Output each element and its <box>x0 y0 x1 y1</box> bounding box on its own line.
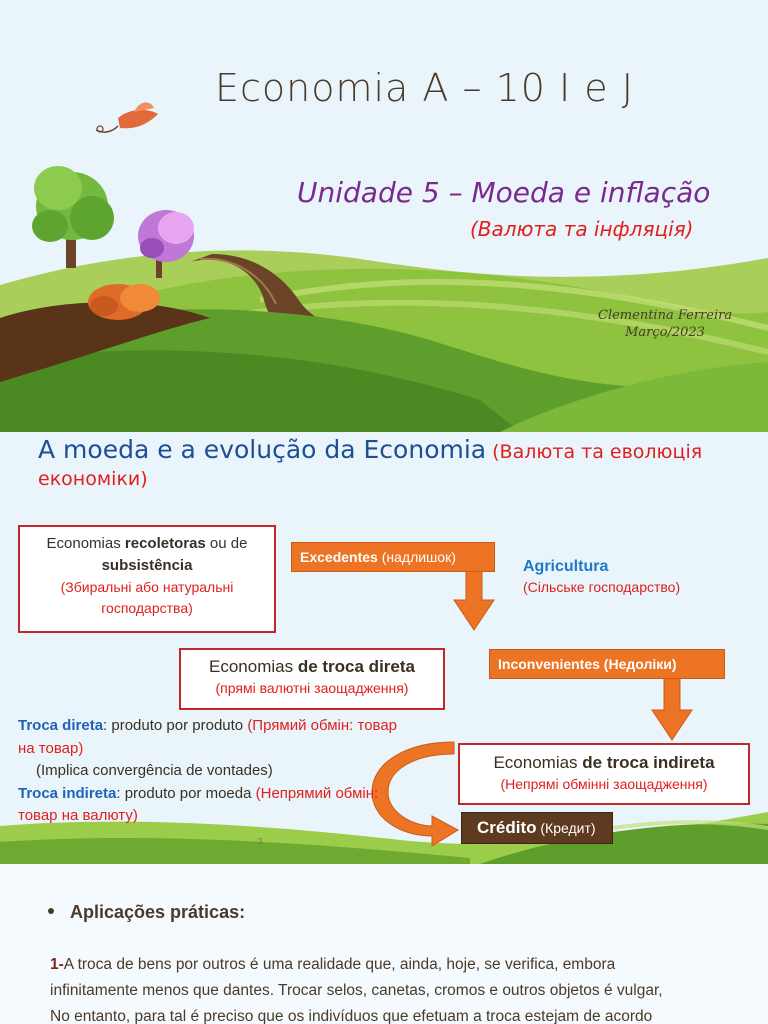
paragraph-number: 1- <box>50 956 64 973</box>
bullet-dot-icon <box>48 908 54 915</box>
agricultura-ukrainian: (Сільське господарство) <box>523 579 681 595</box>
box-direct-exchange: Economias de troca direta (прямі валютні… <box>179 648 445 710</box>
credito-ukrainian: (Кредит) <box>536 820 596 836</box>
box2-bold: de troca direta <box>297 657 415 676</box>
troca-direta-ukrainian: (Прямий обмін: товар на товар) <box>18 717 398 757</box>
bullet-text: Aplicações práticas: <box>70 902 246 922</box>
box3-bold: de troca indireta <box>582 753 715 772</box>
unit-subtitle: Unidade 5 – Moeda e inflação <box>297 176 711 209</box>
agricultura-label: Agricultura <box>523 558 609 575</box>
inconvenientes-label: Inconvenientes (Недоліки) <box>489 649 725 679</box>
landscape-illustration <box>0 0 768 432</box>
troca-direta-label: Troca direta <box>18 717 104 734</box>
box3-text: Economias <box>493 753 583 772</box>
paragraph-line-3: No entanto, para tal é preciso que os in… <box>50 1008 653 1024</box>
paragraph-1: 1-A troca de bens por outros é uma reali… <box>50 952 740 1024</box>
excedentes-label: Excedentes (надлишок) <box>291 542 495 572</box>
heading-ukrainian: (Валюта та еволюція економіки) <box>38 441 703 490</box>
box1-bold-subsistencia: subsistência <box>101 557 193 574</box>
box2-ukrainian: (прямі валютні заощадження) <box>215 680 409 696</box>
troca-indireta-text: : produto por moeda <box>116 784 256 802</box>
slide-page-number: 2 <box>258 837 263 846</box>
bullet-heading: Aplicações práticas: <box>48 902 245 923</box>
paragraph-line-2: infinitamente menos que dantes. Trocar s… <box>50 982 663 999</box>
slide-2-currency-evolution: A moeda e a evolução da Economia (Валюта… <box>0 432 768 864</box>
excedentes-ukrainian: (надлишок) <box>377 549 456 565</box>
implica-convergencia: (Implica convergência de vontades) <box>36 762 273 779</box>
credito-text: Crédito <box>477 818 537 837</box>
credito-label: Crédito (Кредит) <box>461 812 613 844</box>
slide-2-heading: A moeda e a evolução da Economia (Валюта… <box>38 436 738 493</box>
direct-exchange-definition: Troca direta: produto por produto (Прями… <box>18 715 398 760</box>
box2-text: Economias <box>209 657 298 676</box>
slide-3-practical-applications: Aplicações práticas: 1-A troca de bens p… <box>0 864 768 1024</box>
box1-text: Economias <box>46 535 125 552</box>
presentation-date: Março/2023 <box>625 325 705 340</box>
box3-ukrainian: (Непрямі обмінні заощадження) <box>500 776 708 792</box>
author-block: Clementina Ferreira Março/2023 <box>598 307 732 341</box>
heading-portuguese: A moeda e a evolução da Economia <box>38 435 487 464</box>
paragraph-line-1: 1-A troca de bens por outros é uma reali… <box>50 952 740 978</box>
indirect-exchange-definition: Troca indireta: produto por moeda (Непря… <box>18 783 398 828</box>
box1-bold-recoletoras: recoletoras <box>124 535 206 552</box>
troca-indireta-ukrainian: (Непрямий обмін: товар на валюту) <box>18 784 379 825</box>
exchange-definitions: Troca direta: produto por produto (Прями… <box>18 715 398 828</box>
troca-direta-text: : produto por produto <box>103 717 248 734</box>
unit-subtitle-ukrainian: (Валюта та інфляція) <box>470 217 694 241</box>
slide-1-title: Economia A – 10 I e J Unidade 5 – Moeda … <box>0 0 768 432</box>
presentation-title: Economia A – 10 I e J <box>215 66 634 110</box>
paragraph-line-1-text: A troca de bens por outros é uma realida… <box>63 956 616 973</box>
box1-text-ou-de: ou de <box>205 535 248 552</box>
box-subsistence-economies: Economias recoletoras ou de subsistência… <box>18 525 276 633</box>
box-indirect-exchange: Economias de troca indireta (Непрямі обм… <box>458 743 750 805</box>
agricultura-block: Agricultura (Сільське господарство) <box>523 558 680 595</box>
box1-ukrainian: (Збиральні або натуральні господарства) <box>60 579 234 616</box>
excedentes-text: Excedentes <box>300 549 378 565</box>
author-name: Clementina Ferreira <box>598 308 733 323</box>
troca-indireta-label: Troca indireta <box>18 784 117 802</box>
